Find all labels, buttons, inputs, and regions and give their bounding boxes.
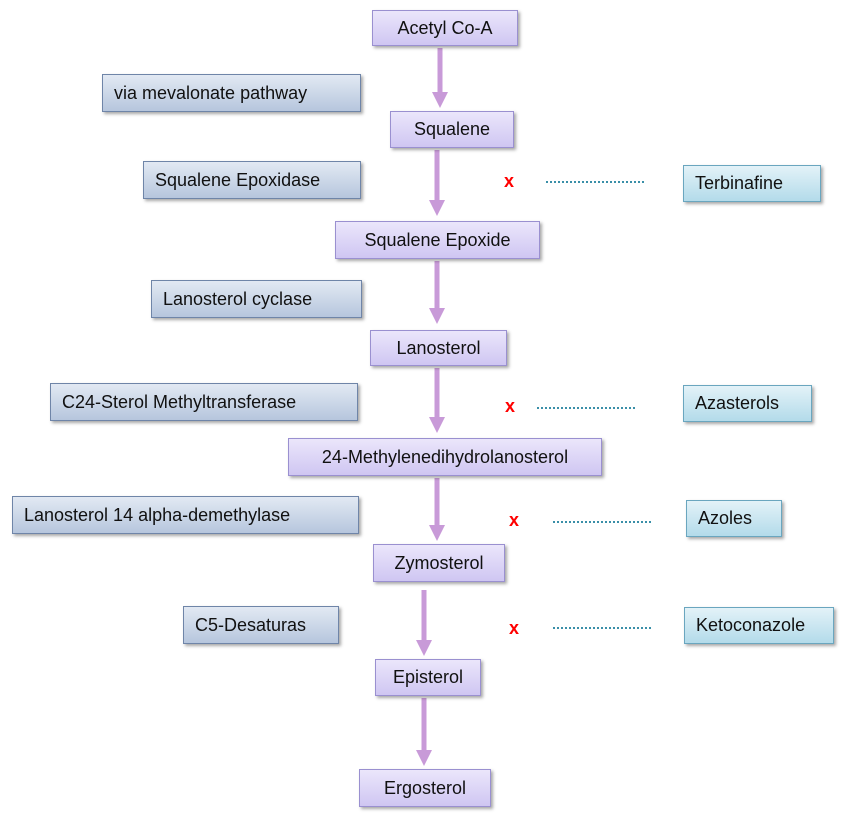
step-acetyl-coa: Acetyl Co-A: [372, 10, 518, 46]
step-ergosterol: Ergosterol: [359, 769, 491, 807]
dotted-connector: [553, 627, 651, 629]
enzyme-squalene-epoxidase: Squalene Epoxidase: [143, 161, 361, 199]
step-squalene: Squalene: [390, 111, 514, 148]
drug-terbinafine: Terbinafine: [683, 165, 821, 202]
dotted-connector: [553, 521, 651, 523]
enzyme-lanosterol-cyclase: Lanosterol cyclase: [151, 280, 362, 318]
step-episterol: Episterol: [375, 659, 481, 696]
enzyme-lanosterol-14-alpha-demethylase: Lanosterol 14 alpha-demethylase: [12, 496, 359, 534]
step-squalene-epoxide: Squalene Epoxide: [335, 221, 540, 259]
step-methylenedihydrolanosterol: 24-Methylenedihydrolanosterol: [288, 438, 602, 476]
inhibition-x-icon: x: [504, 171, 515, 191]
drug-azasterols: Azasterols: [683, 385, 812, 422]
step-zymosterol: Zymosterol: [373, 544, 505, 582]
dotted-connector: [546, 181, 644, 183]
inhibition-x-icon: x: [509, 510, 520, 530]
drug-ketoconazole: Ketoconazole: [684, 607, 834, 644]
drug-azoles: Azoles: [686, 500, 782, 537]
enzyme-c5-desaturas: C5-Desaturas: [183, 606, 339, 644]
enzyme-mevalonate-pathway: via mevalonate pathway: [102, 74, 361, 112]
step-lanosterol: Lanosterol: [370, 330, 507, 366]
enzyme-c24-sterol-methyltransferase: C24-Sterol Methyltransferase: [50, 383, 358, 421]
inhibition-x-icon: x: [509, 618, 520, 638]
dotted-connector: [537, 407, 635, 409]
inhibition-x-icon: x: [505, 396, 516, 416]
